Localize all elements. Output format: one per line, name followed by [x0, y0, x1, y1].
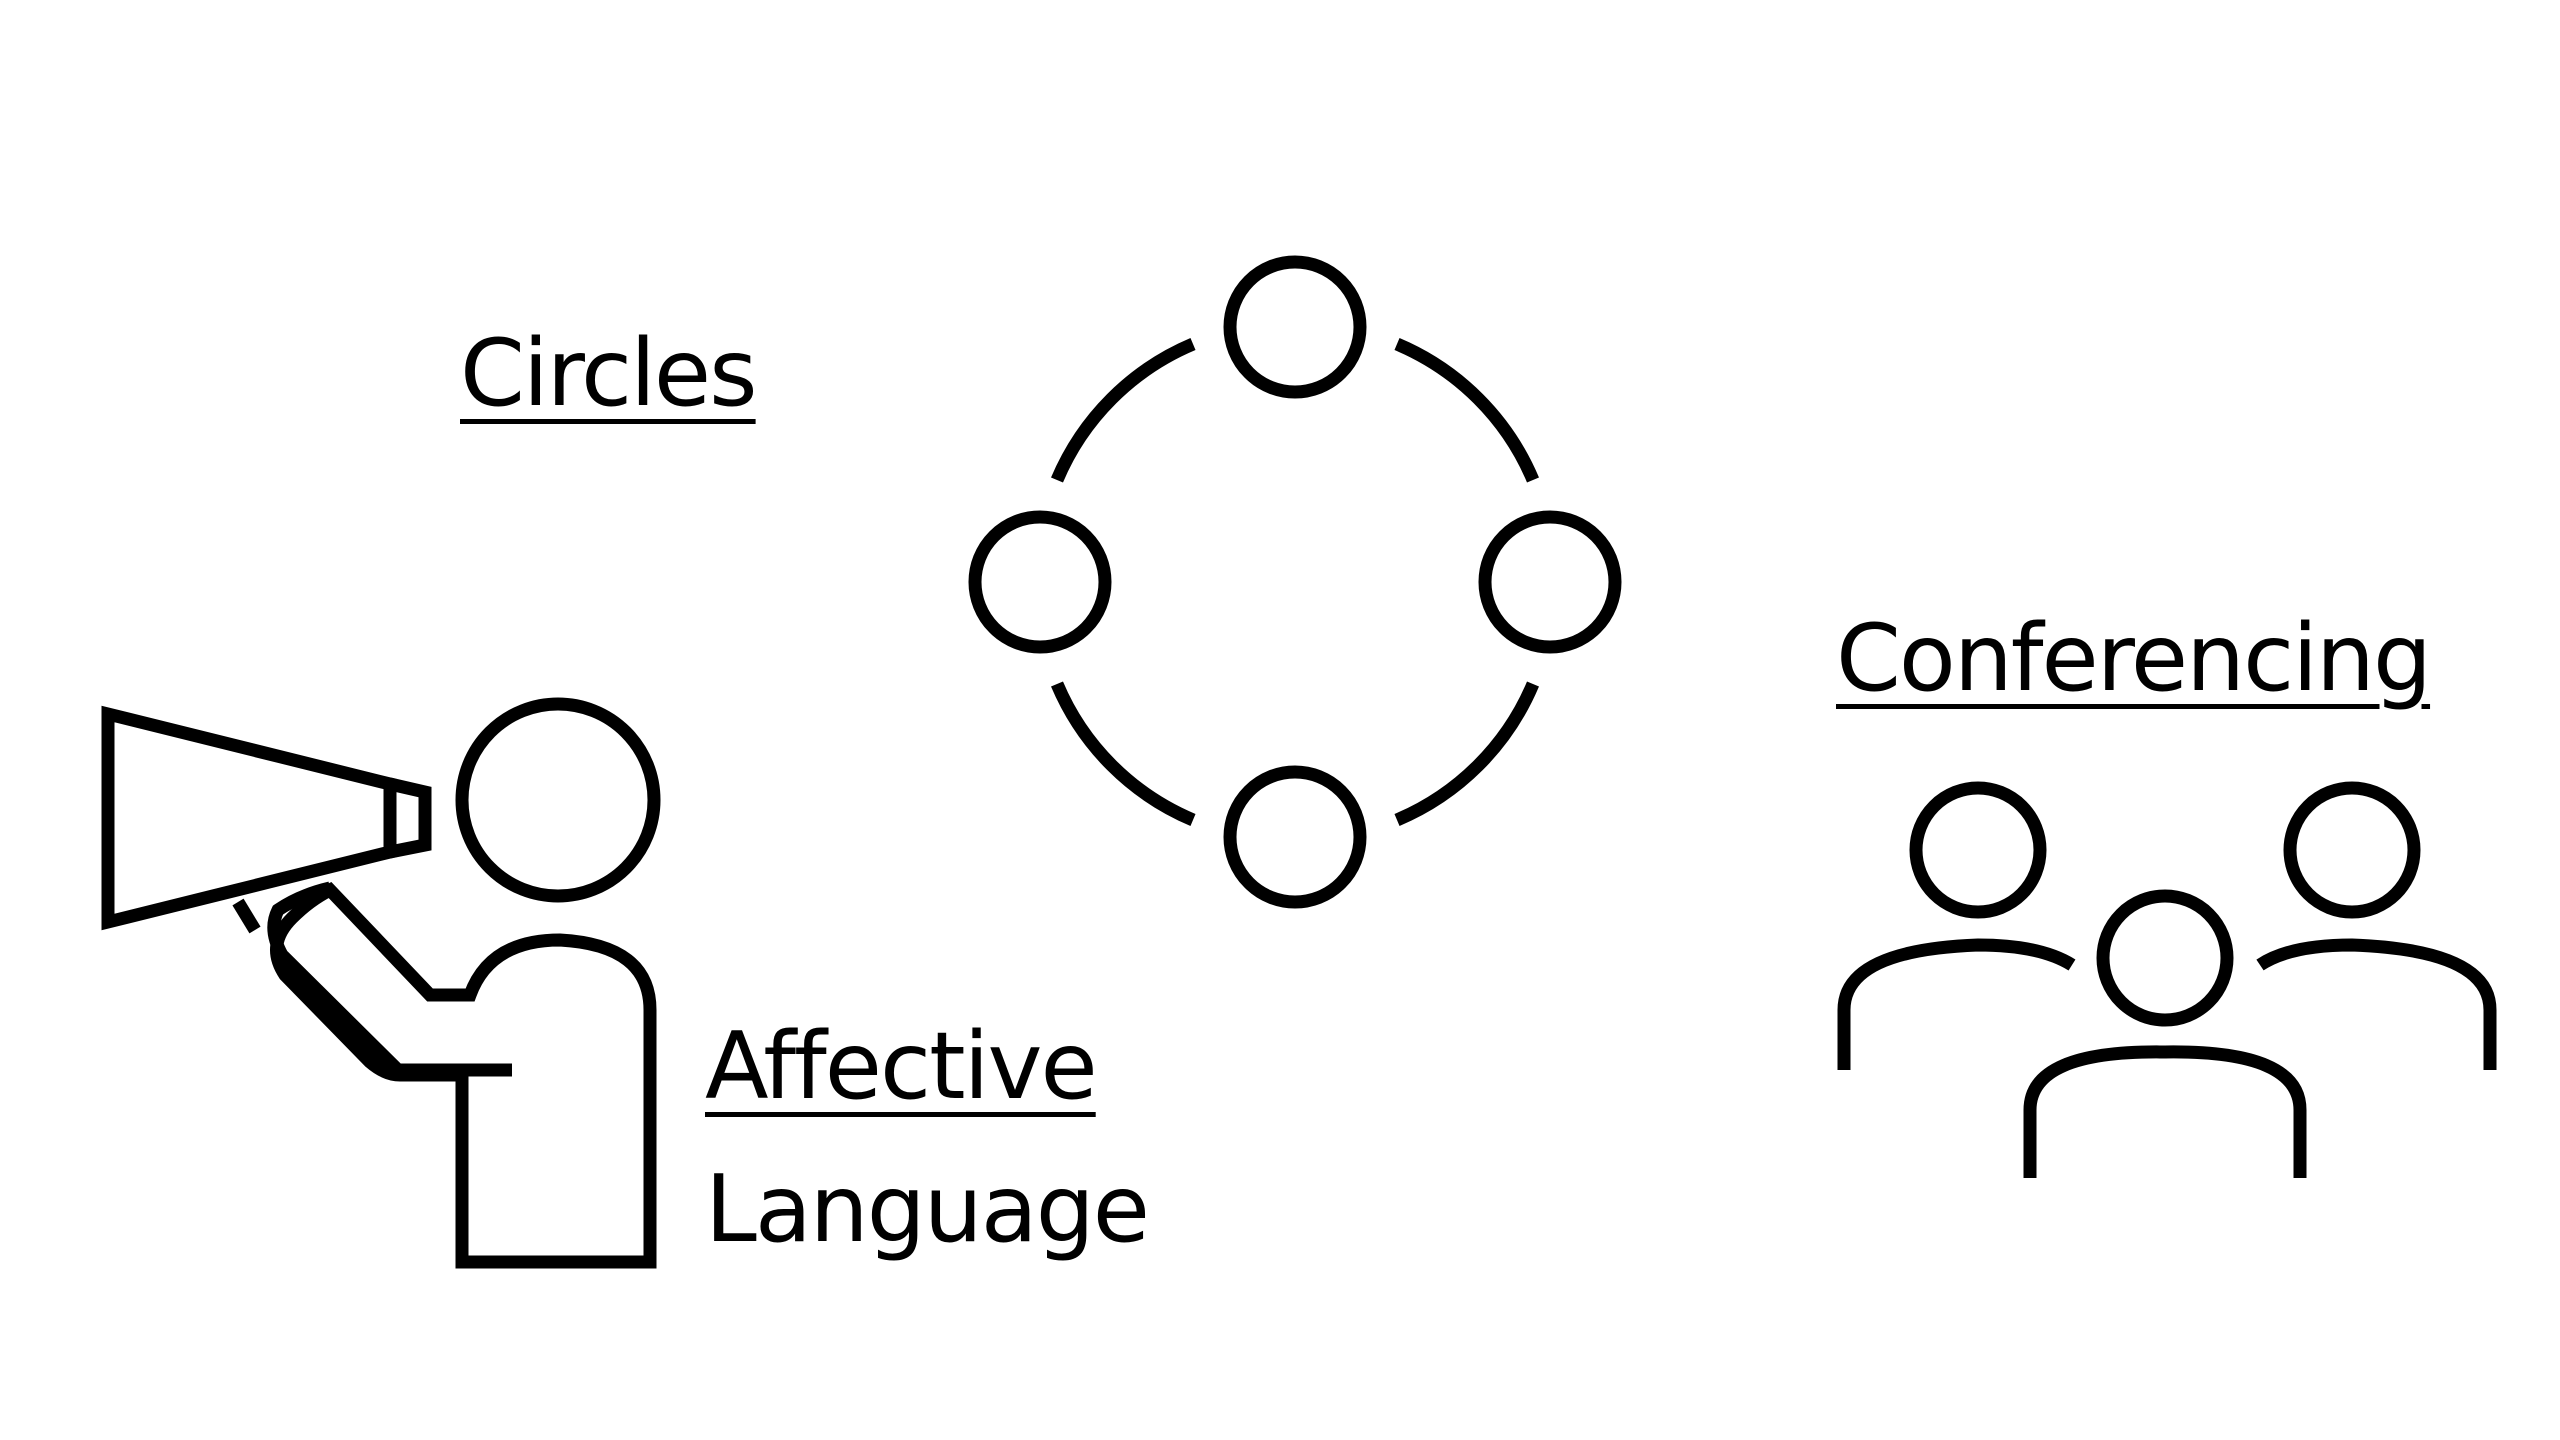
person-torso	[270, 882, 657, 1269]
ring-arc-bottom-right	[1394, 681, 1539, 826]
circles-label: Circles	[460, 319, 758, 427]
affective-label: Affective	[705, 1012, 1098, 1120]
node-bottom	[1223, 765, 1367, 909]
node-right	[1478, 510, 1622, 654]
person-with-megaphone-icon	[101, 697, 661, 1269]
person-left-body	[1837, 938, 2076, 1070]
conferencing-label: Conferencing	[1836, 604, 2432, 712]
language-label: Language	[705, 1155, 1150, 1263]
person-center-body	[2023, 1045, 2307, 1178]
person-head	[455, 697, 661, 903]
person-center-head	[2096, 889, 2234, 1027]
node-left	[968, 510, 1112, 654]
megaphone-mouth	[388, 777, 432, 859]
megaphone-handle	[232, 898, 261, 934]
ring-arc-top-left	[1051, 338, 1196, 483]
circle-of-nodes-icon	[968, 255, 1622, 909]
ring-arc-top-right	[1394, 338, 1539, 483]
person-right-body	[2256, 938, 2497, 1070]
group-of-people-icon	[1837, 781, 2497, 1178]
person-left-head	[1909, 781, 2047, 919]
person-right-head	[2283, 781, 2421, 919]
ring-arc-bottom-left	[1051, 681, 1196, 826]
node-top	[1223, 255, 1367, 399]
megaphone-cone	[101, 705, 397, 931]
